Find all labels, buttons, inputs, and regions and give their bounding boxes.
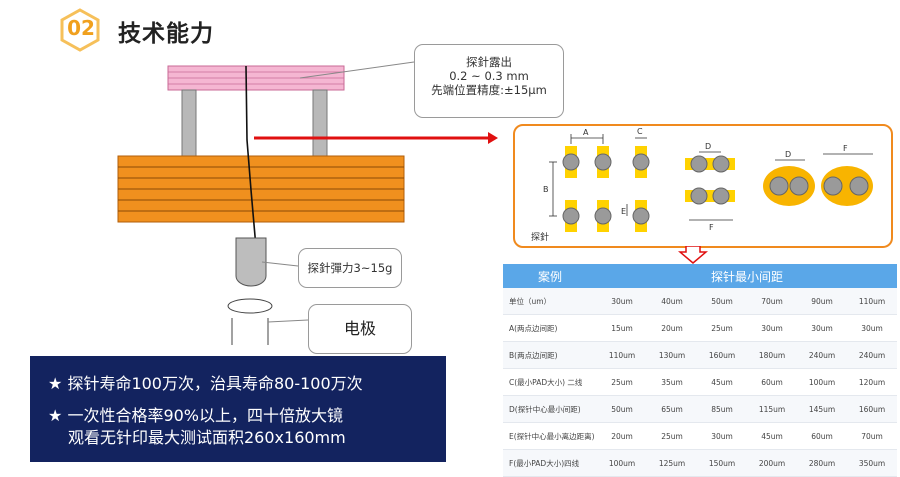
banner-line-3: 观看无针印最大测试面积260x160mm (68, 428, 346, 447)
table-row: E(探针中心最小离边距离) 20um 25um 30um 45um 60um 7… (503, 422, 897, 450)
table-cell: 110um (597, 341, 647, 369)
table-cell: 30um (597, 288, 647, 315)
table-cell: 130um (647, 341, 697, 369)
table-cell: 180um (747, 341, 797, 369)
star-icon: ★ (48, 374, 63, 393)
table-cell: C(最小PAD大小) 二线 (503, 368, 597, 396)
electrode-contact (227, 298, 273, 314)
banner-text: 一次性合格率90%以上，四十倍放大镜 (67, 406, 344, 425)
banner-line-2: ★ 一次性合格率90%以上，四十倍放大镜 (48, 402, 343, 426)
table-cell: 280um (797, 449, 847, 477)
table-header-pitch: 探针最小间距 (597, 264, 897, 288)
feature-banner: ★ 探针寿命100万次，治具寿命80-100万次 ★ 一次性合格率90%以上，四… (30, 356, 446, 462)
table-cell: 30um (797, 314, 847, 342)
probe-barrel (235, 237, 267, 287)
down-arrow-icon (678, 246, 708, 264)
label-D: D (705, 142, 711, 151)
table-cell: 120um (847, 368, 897, 396)
table-row: F(最小PAD大小)四线 100um 125um 150um 200um 280… (503, 449, 897, 477)
table-row: B(两点边间距) 110um 130um 160um 180um 240um 2… (503, 341, 897, 369)
label-E: E (621, 207, 626, 216)
table-cell: 145um (797, 395, 847, 423)
section-number: 02 (67, 16, 95, 40)
table-cell: 40um (647, 288, 697, 315)
table-cell: 25um (697, 314, 747, 342)
table-cell: 20um (597, 422, 647, 450)
table-cell: 50um (597, 395, 647, 423)
table-cell: 200um (747, 449, 797, 477)
table-cell: 150um (697, 449, 747, 477)
electrode-callout: 电极 (308, 304, 412, 354)
probe-exposure-callout: 探針露出 0.2 ~ 0.3 mm 先端位置精度:±15μm (414, 44, 564, 118)
table-header-case: 案例 (503, 264, 597, 288)
label-D2: D (785, 150, 791, 159)
table-cell: F(最小PAD大小)四线 (503, 449, 597, 477)
section-number-badge (60, 8, 100, 52)
table-cell: 160um (697, 341, 747, 369)
table-cell: 60um (747, 368, 797, 396)
table-cell: D(探针中心最小间距) (503, 395, 597, 423)
banner-line-1: ★ 探针寿命100万次，治具寿命80-100万次 (48, 370, 363, 394)
probe-label: 探針 (531, 231, 549, 243)
table-cell: 20um (647, 314, 697, 342)
table-cell: 45um (747, 422, 797, 450)
probe-fixture-schematic (117, 61, 498, 345)
page-title: 技术能力 (118, 21, 214, 47)
table-cell: 70um (847, 422, 897, 450)
probe-spring-callout: 探針彈力3~15g (298, 248, 402, 288)
callout-line: 先端位置精度:±15μm (431, 83, 547, 97)
table-row: C(最小PAD大小) 二线 25um 35um 45um 60um 100um … (503, 368, 897, 396)
table-cell: 240um (797, 341, 847, 369)
table-cell: 50um (697, 288, 747, 315)
table-cell: 30um (697, 422, 747, 450)
table-cell: 25um (647, 422, 697, 450)
table-cell: 30um (847, 314, 897, 342)
table-row: A(两点边间距) 15um 20um 25um 30um 30um 30um (503, 314, 897, 342)
label-F2: F (843, 144, 848, 153)
table-cell: 30um (747, 314, 797, 342)
table-cell: 90um (797, 288, 847, 315)
table-cell: 85um (697, 395, 747, 423)
label-B: B (543, 185, 549, 194)
table-cell: 160um (847, 395, 897, 423)
table-cell: A(两点边间距) (503, 314, 597, 342)
probe-pitch-table: 案例 探针最小间距 单位（um） 30um 40um 50um 70um 90u… (503, 264, 897, 477)
callout-line: 0.2 ~ 0.3 mm (449, 69, 529, 83)
table-row: 单位（um） 30um 40um 50um 70um 90um 110um (503, 288, 897, 315)
label-F: F (709, 223, 714, 232)
table-cell: 125um (647, 449, 697, 477)
table-cell: 60um (797, 422, 847, 450)
table-cell: 100um (597, 449, 647, 477)
table-cell: 单位（um） (503, 288, 597, 315)
label-C: C (637, 127, 643, 136)
table-cell: 70um (747, 288, 797, 315)
banner-text: 探针寿命100万次，治具寿命80-100万次 (67, 374, 363, 393)
table-cell: 115um (747, 395, 797, 423)
label-A: A (583, 128, 589, 137)
table-cell: 350um (847, 449, 897, 477)
table-cell: 45um (697, 368, 747, 396)
pink-board (167, 65, 345, 91)
table-cell: B(两点边间距) (503, 341, 597, 369)
table-cell: 100um (797, 368, 847, 396)
table-cell: 25um (597, 368, 647, 396)
star-icon: ★ (48, 406, 63, 425)
table-row: D(探针中心最小间距) 50um 65um 85um 115um 145um 1… (503, 395, 897, 423)
table-cell: 15um (597, 314, 647, 342)
table-cell: 65um (647, 395, 697, 423)
table-cell: E(探针中心最小离边距离) (503, 422, 597, 450)
orange-board-stack (117, 155, 405, 223)
pad-diagram: A B C D E F D F 探針 (531, 127, 873, 243)
callout-line: 探針露出 (466, 55, 512, 69)
table-cell: 35um (647, 368, 697, 396)
table-cell: 110um (847, 288, 897, 315)
table-cell: 240um (847, 341, 897, 369)
